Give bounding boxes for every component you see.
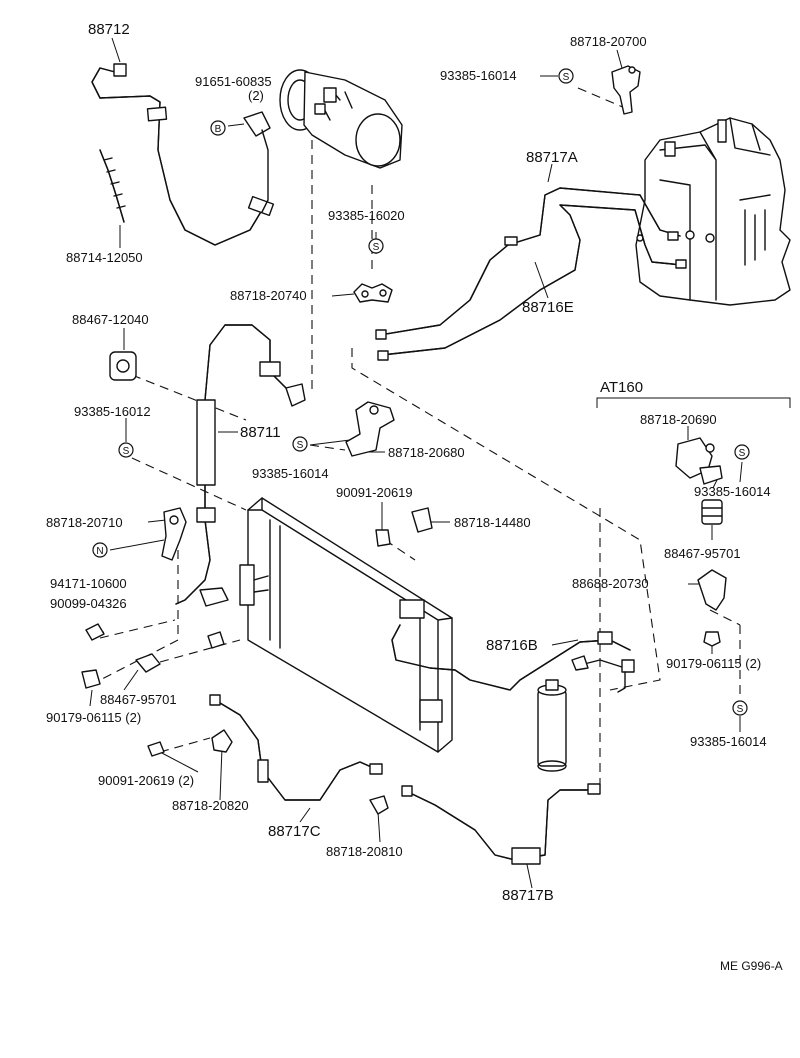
nut-90179-right <box>703 631 721 647</box>
label-88712: 88712 <box>88 21 130 38</box>
label-94171-10600: 94171-10600 <box>50 576 127 591</box>
label-90179-06115-right: 90179-06115 (2) <box>666 656 761 671</box>
hose-88712 <box>91 63 275 246</box>
hose-88711 <box>175 324 306 607</box>
bracket-88688-20730 <box>697 569 727 611</box>
svg-text:S: S <box>739 448 746 459</box>
hose-fitting-91651 <box>243 111 271 213</box>
label-88717a: 88717A <box>526 149 578 166</box>
svg-text:S: S <box>563 72 570 83</box>
symbol-s-16020: S <box>368 238 384 254</box>
leader-lines <box>89 37 743 889</box>
part-labels: 88712 91651-60835 (2) 88718-20700 93385-… <box>46 21 783 973</box>
label-90179-06115-left: 90179-06115 (2) <box>46 710 141 725</box>
label-88467-95701-left: 88467-95701 <box>100 692 177 707</box>
label-88717c: 88717C <box>268 823 321 840</box>
svg-text:S: S <box>737 704 744 715</box>
svg-text:S: S <box>297 440 304 451</box>
label-93385-16012: 93385-16012 <box>74 404 151 419</box>
label-88718-20690: 88718-20690 <box>640 412 717 427</box>
hose-88714-12050 <box>99 149 126 223</box>
bracket-88718-20710 <box>161 507 187 561</box>
label-88718-20680: 88718-20680 <box>388 445 465 460</box>
label-88718-20710: 88718-20710 <box>46 515 123 530</box>
evaporator-unit <box>635 117 791 306</box>
label-88718-20700: 88718-20700 <box>570 34 647 49</box>
label-93385-16014-mid: 93385-16014 <box>252 466 329 481</box>
at160-bracket-line <box>596 397 791 408</box>
label-93385-16014-top: 93385-16014 <box>440 68 517 83</box>
symbol-s-mid: S <box>292 436 308 452</box>
pipe-88717c <box>209 694 383 801</box>
symbol-s-right2: S <box>732 700 748 716</box>
dashed-reference-lines <box>99 87 741 790</box>
label-91651-60835: 91651-60835 <box>195 74 272 89</box>
label-88717b: 88717B <box>502 887 554 904</box>
label-88716e: 88716E <box>522 299 574 316</box>
label-93385-16020: 93385-16020 <box>328 208 405 223</box>
compressor <box>279 69 403 169</box>
label-88718-20820: 88718-20820 <box>172 798 249 813</box>
grommet-88467-12040 <box>109 351 137 381</box>
label-88688-20730: 88688-20730 <box>572 576 649 591</box>
label-90091-20619-top: 90091-20619 <box>336 485 413 500</box>
symbol-s-right1: S <box>734 444 750 460</box>
pipe-88717a <box>379 187 681 336</box>
label-88467-95701-right: 88467-95701 <box>664 546 741 561</box>
label-88711: 88711 <box>240 424 281 441</box>
label-90091-20619-bottom: 90091-20619 (2) <box>98 773 194 788</box>
clamp-88718-20820 <box>211 729 233 753</box>
symbol-b: B <box>210 120 226 136</box>
pipe-88716e <box>375 204 687 361</box>
diagram-code: ME G996-A <box>720 959 783 973</box>
solenoid-88718-20690 <box>675 437 723 485</box>
svg-text:B: B <box>215 124 222 135</box>
pipe-88716b <box>391 624 635 693</box>
label-at160: AT160 <box>600 379 643 396</box>
svg-text:N: N <box>96 546 103 557</box>
pipe-88717b <box>401 783 601 865</box>
bracket-88718-20700 <box>611 65 641 115</box>
svg-text:S: S <box>373 242 380 253</box>
clamp-88718-20810 <box>369 795 389 815</box>
bracket-88718-20680 <box>345 401 395 457</box>
label-93385-16014-right1: 93385-16014 <box>694 484 771 499</box>
label-88716b: 88716B <box>486 637 538 654</box>
symbol-s-16012: S <box>118 442 134 458</box>
label-88718-14480: 88718-14480 <box>454 515 531 530</box>
label-88714-12050: 88714-12050 <box>66 250 143 265</box>
label-90099-04326: 90099-04326 <box>50 596 127 611</box>
symbol-n: N <box>92 542 108 558</box>
condenser <box>239 497 453 753</box>
label-88718-20810: 88718-20810 <box>326 844 403 859</box>
label-91651-qty: (2) <box>248 88 264 103</box>
grommet-88467-95701-right <box>701 499 723 525</box>
symbol-s-top: S <box>558 68 574 84</box>
small-fasteners <box>81 507 589 757</box>
receiver-drier <box>537 679 567 772</box>
clamp-88718-20740 <box>353 283 393 303</box>
label-93385-16014-right2: 93385-16014 <box>690 734 767 749</box>
label-88718-20740: 88718-20740 <box>230 288 307 303</box>
label-88467-12040: 88467-12040 <box>72 312 149 327</box>
svg-text:S: S <box>123 446 130 457</box>
